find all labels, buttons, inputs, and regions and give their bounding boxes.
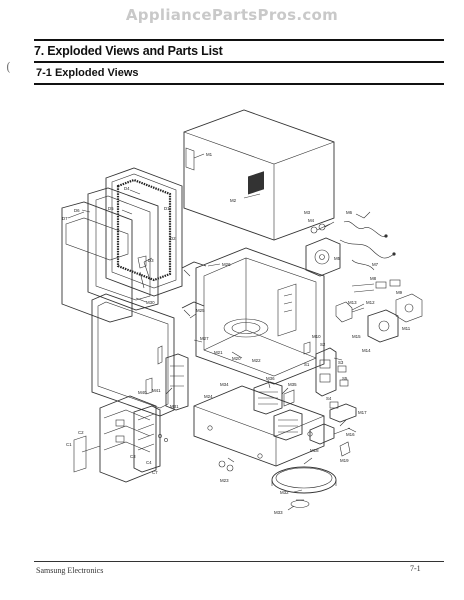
fan-motor xyxy=(305,237,341,277)
label-m30: M30 xyxy=(146,300,155,305)
interlock-switches xyxy=(303,341,349,409)
subsection-title: 7-1 Exploded Views xyxy=(36,67,139,79)
label-m21: M21 xyxy=(214,350,223,355)
part-labels: M1 M2 D4 D1 D5 D6 D7 D2 D3 M30 M26 M25 M… xyxy=(62,152,411,515)
label-m1: M1 xyxy=(206,152,213,157)
margin-mark: ( xyxy=(6,60,11,74)
label-c3: C3 xyxy=(130,454,136,459)
label-c4: C4 xyxy=(146,460,152,465)
label-d1: D1 xyxy=(164,206,170,211)
label-m27: M27 xyxy=(200,336,209,341)
thermostats xyxy=(310,221,335,234)
label-m14: M14 xyxy=(362,348,371,353)
fuse-holder xyxy=(329,403,357,423)
label-m17: M17 xyxy=(358,410,367,415)
label-m18: M18 xyxy=(310,448,319,453)
title-rule xyxy=(34,61,444,63)
label-m13: M13 xyxy=(348,300,357,305)
front-frame xyxy=(91,293,175,417)
control-pcb xyxy=(73,395,161,483)
section-title: 7. Exploded Views and Parts List xyxy=(34,44,223,58)
label-m25: M25 xyxy=(196,308,205,313)
turntable-tray xyxy=(271,466,337,508)
label-m36: M36 xyxy=(266,376,275,381)
label-m19: M19 xyxy=(340,458,349,463)
label-m12: M12 xyxy=(366,300,375,305)
label-m3: M3 xyxy=(304,210,311,215)
label-d7: D7 xyxy=(62,216,68,221)
label-m22: M22 xyxy=(252,358,261,363)
door-frame xyxy=(105,167,183,297)
label-m33: M33 xyxy=(274,510,283,515)
label-m2: M2 xyxy=(230,198,237,203)
label-c1: C1 xyxy=(66,442,72,447)
label-m16: M16 xyxy=(346,432,355,437)
label-m6: M6 xyxy=(346,210,353,215)
control-panel-strip xyxy=(165,353,189,411)
label-d4: D4 xyxy=(124,186,130,191)
label-d6: D6 xyxy=(74,208,80,213)
door-inner-panel xyxy=(87,187,159,311)
base-plate xyxy=(193,385,325,467)
switches xyxy=(351,279,401,293)
label-s1: S1 xyxy=(304,362,310,367)
outer-cabinet xyxy=(183,109,335,241)
wire-harness xyxy=(339,211,396,271)
label-m10: M10 xyxy=(312,334,321,339)
label-m5: M5 xyxy=(334,256,341,261)
label-m40: M40 xyxy=(138,390,147,395)
label-c7: C7 xyxy=(152,470,158,475)
footer-rule xyxy=(34,561,444,562)
label-m8: M8 xyxy=(370,276,377,281)
hinge-brackets xyxy=(181,261,207,317)
feet xyxy=(218,460,234,472)
label-m41: M41 xyxy=(152,388,161,393)
turntable-motor xyxy=(367,293,423,343)
hv-capacitor xyxy=(309,419,351,457)
label-s4: S4 xyxy=(326,396,332,401)
door-latch xyxy=(137,255,151,289)
label-m4: M4 xyxy=(308,218,315,223)
magnetron xyxy=(253,381,295,415)
label-c2: C2 xyxy=(78,430,84,435)
label-m9: M9 xyxy=(396,290,403,295)
label-d5: D5 xyxy=(108,206,114,211)
top-rule xyxy=(34,39,444,41)
label-m11: M11 xyxy=(402,326,411,331)
label-m24: M24 xyxy=(204,394,213,399)
transformer xyxy=(273,409,303,441)
label-m31: M31 xyxy=(170,404,179,409)
label-d2: D2 xyxy=(170,236,176,241)
footer-brand: Samsung Electronics xyxy=(36,566,104,575)
leader-lines xyxy=(81,153,365,511)
lamp-assembly xyxy=(335,301,365,323)
label-s2: S2 xyxy=(320,342,326,347)
label-m20: M20 xyxy=(232,356,241,361)
label-s3: S3 xyxy=(338,360,344,365)
watermark: AppliancePartsPros.com xyxy=(125,6,339,24)
label-m26: M26 xyxy=(222,262,231,267)
label-m32: M32 xyxy=(280,490,289,495)
label-d3: D3 xyxy=(148,258,154,263)
label-m35: M35 xyxy=(288,382,297,387)
label-m34: M34 xyxy=(220,382,229,387)
label-m23: M23 xyxy=(220,478,229,483)
cabinet-label-plate xyxy=(248,171,264,195)
label-m7: M7 xyxy=(372,262,379,267)
label-m15: M15 xyxy=(352,334,361,339)
page-number: 7-1 xyxy=(410,564,421,573)
subtitle-rule xyxy=(34,83,444,85)
door-front xyxy=(61,201,133,323)
misc-screws xyxy=(145,377,168,442)
label-s5: S5 xyxy=(342,376,348,381)
exploded-view-drawing: M1 M2 D4 D1 D5 D6 D7 D2 D3 M30 M26 M25 M… xyxy=(61,109,423,515)
